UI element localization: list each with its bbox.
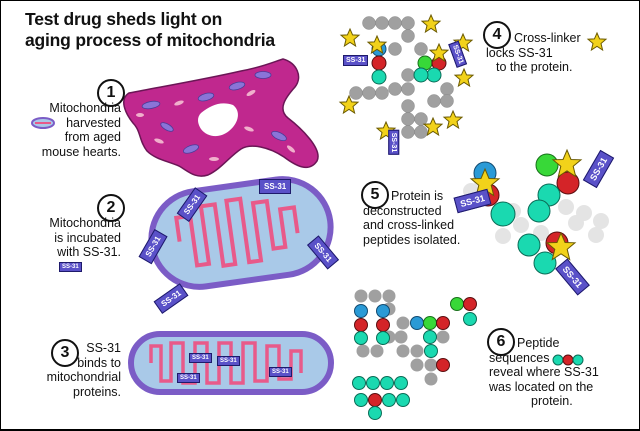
step-1-caption: Mitochondria harvested from aged mouse h…: [11, 101, 121, 159]
step-4-caption: Cross-linker locks SS-31 to the protein.: [486, 31, 636, 75]
ss31-drug-tag: SS-31: [259, 179, 292, 194]
step-3-line: mitochondrial: [46, 370, 121, 384]
step-5-number: 5: [361, 181, 389, 209]
step-1-line: Mitochondria: [49, 101, 121, 115]
step-1-line: from aged: [64, 130, 121, 144]
step-3-caption: SS-31 binds to mitochondrial proteins.: [11, 341, 121, 399]
step-3-line: binds to: [77, 355, 121, 370]
mitochondrion-large: [148, 176, 334, 290]
step-3-number: 3: [51, 339, 79, 367]
step-6-line: sequences: [489, 350, 550, 365]
title-line-1: Test drug sheds light on: [25, 9, 223, 29]
step-2-line: Mitochondria: [49, 216, 121, 230]
protein-chain: [349, 16, 454, 139]
step-5-line: peptides isolated.: [363, 232, 461, 247]
step-1-line: mouse hearts.: [41, 144, 121, 159]
mitochondria-tissue: [123, 58, 319, 177]
isolated-peptides: [463, 149, 609, 275]
step-6-line: reveal where SS-31: [489, 365, 599, 379]
step-5-line: Protein is: [391, 189, 444, 203]
step-6-number: 6: [487, 328, 515, 356]
step-2-line: is incubated: [54, 230, 121, 245]
ss31-drug-tag: SS-31: [343, 55, 369, 66]
step-2-caption: Mitochondria is incubated with SS-31.: [11, 216, 121, 260]
peptide-sequences: [352, 289, 477, 420]
step-5-line: and cross-linked: [363, 218, 455, 232]
step-3-line: proteins.: [73, 384, 121, 399]
ss31-bound-tag: SS-31: [189, 353, 212, 363]
step-4-line: to the protein.: [496, 60, 573, 74]
step-4-number: 4: [483, 21, 511, 49]
ss31-bound-tag: SS-31: [269, 367, 292, 377]
ss31-bound-tag: SS-31: [217, 356, 240, 366]
step-2-line: with SS-31.: [57, 245, 121, 259]
step-6-line: protein.: [531, 394, 573, 408]
mitochondrion-icon: [31, 117, 55, 129]
sequence-key-icon: [552, 354, 584, 366]
title-line-2: aging process of mitochondria: [25, 30, 275, 50]
step-6-line: Peptide: [517, 336, 560, 350]
step-4-line: locks SS-31: [486, 45, 553, 60]
step-1-line: harvested: [66, 115, 121, 130]
page-title: Test drug sheds light on aging process o…: [25, 9, 315, 51]
step-5-line: deconstructed: [363, 203, 442, 218]
ss31-bound-tag: SS-31: [177, 373, 200, 383]
step-1-number: 1: [97, 79, 125, 107]
step-6-line: was located on the: [489, 379, 594, 394]
step-3-line: SS-31: [86, 341, 121, 355]
step-5-caption: Protein is deconstructed and cross-linke…: [363, 189, 493, 247]
step-4-line: Cross-linker: [514, 31, 581, 45]
step-2-number: 2: [97, 194, 125, 222]
ss31-drug-icon: SS-31: [59, 262, 82, 272]
step-6-caption: Peptide sequences reveal where SS-31 was…: [489, 336, 634, 409]
ss31-drug-tag: SS-31: [388, 129, 400, 156]
